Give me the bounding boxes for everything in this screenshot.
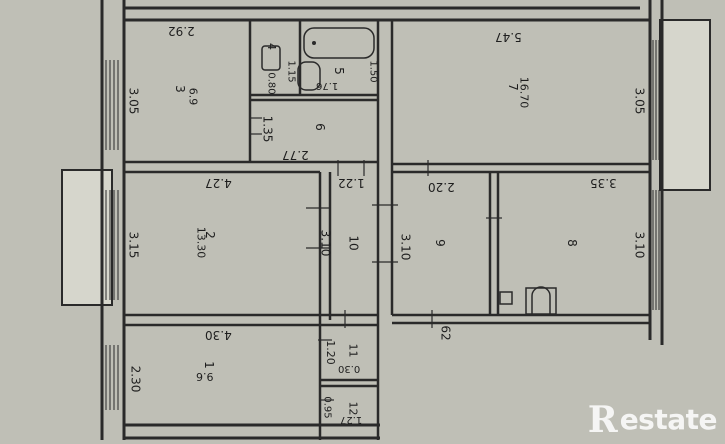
room-9-number: 9 [432,239,447,247]
room-8-number: 8 [564,239,579,247]
dim-0-80: 0.80 [265,72,277,95]
dimension-ticks [250,117,502,401]
room-5-number: 5 [331,67,346,75]
room-7-number: 7 [505,83,520,91]
dim-1-50: 1.50 [367,60,379,83]
dim-1-27: 1.27 [340,414,363,425]
room-11-number: 11 [346,343,360,358]
dim-1-15: 1.15 [285,60,297,83]
room-10-number: 10 [346,235,361,251]
dim-3-10-corridor: 3.10 [398,233,413,261]
dim-4-30: 4.30 [205,328,232,342]
dim-3-05-right: 3.05 [632,87,647,115]
interior-walls [124,20,650,440]
toilet [261,45,281,71]
dim-5-47: 5.47 [495,30,522,44]
balcony-right [659,19,711,191]
balcony-left [61,169,113,306]
stove [499,286,557,315]
dim-1-20: 1.20 [323,340,337,365]
dim-2-77: 2.77 [282,148,309,162]
room-2-number: 2 [202,231,217,239]
dim-0-30: 0.30 [338,363,361,374]
dim-3-10-room10: 3.10 [318,229,333,257]
dim-1-35: 1.35 [260,115,275,143]
dim-62: 62 [438,325,453,341]
dim-1-22: 1.22 [338,176,365,190]
dim-1-76: 1.76 [316,80,339,91]
dim-4-27: 4.27 [205,176,232,190]
window-markers [105,40,660,410]
bathtub [303,27,375,59]
restate-logo: R estate [587,399,718,441]
dim-3-10-right: 3.10 [632,231,647,259]
dim-2-30: 2.30 [128,365,143,393]
room-3-area: 6.9 [186,87,200,106]
outer-walls [100,0,664,440]
dim-0-95: 0.95 [321,396,333,419]
room-3-number: 3 [172,85,187,93]
room-6-number: 6 [312,123,327,131]
room-1-number: 1 [201,361,216,369]
room-7-area: 16.70 [517,76,531,109]
logo-text: estate [619,403,718,436]
room-1-area: 9.6 [196,370,214,383]
dim-3-35: 3.35 [590,176,617,190]
sink [297,61,321,91]
dim-2-20: 2.20 [428,180,455,194]
dim-2-92: 2.92 [168,24,195,38]
logo-letter: R [587,399,618,441]
dim-3-15: 3.15 [126,231,141,259]
room-4-number: 4 [265,43,278,50]
dim-3-05-left: 3.05 [126,87,141,115]
